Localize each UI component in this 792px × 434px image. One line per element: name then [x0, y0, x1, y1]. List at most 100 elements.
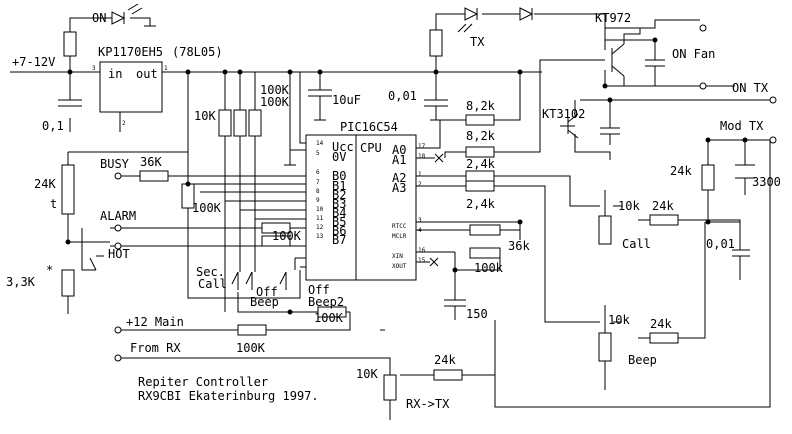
chip-pinnum-right: 3 — [418, 217, 422, 224]
chip-pin-ucc: Ucc — [332, 140, 354, 154]
label-36k-out: 36k — [508, 239, 530, 253]
terminal-12main — [114, 326, 122, 334]
resistor-alarm-100k — [261, 222, 291, 234]
labels: +7-12V KP1170EH5 (78L05) 0,1 ON 10K 100K… — [6, 11, 781, 411]
resistor-10k — [218, 109, 232, 137]
reg-pin-out: 1 — [164, 65, 168, 72]
potentiometer-call-10k — [598, 215, 612, 245]
resistor-2k4-a — [465, 170, 495, 182]
chip-pin-b1: B1 — [332, 179, 346, 193]
terminal-fan-1 — [699, 24, 707, 32]
chip-pin-xout: XOUT — [392, 263, 407, 270]
label-rx-tx: RX->TX — [406, 397, 450, 411]
label-beep-sw: Beep — [250, 295, 279, 309]
potentiometer-beep-10k — [598, 332, 612, 362]
chip-pinnum-right: 15 — [418, 257, 426, 264]
label-24k-rx: 24k — [434, 353, 456, 367]
terminal-on-tx — [769, 96, 777, 104]
resistor-busy-36k — [139, 170, 169, 182]
potentiometer-rx-10k — [383, 374, 397, 401]
resistor-tx-led — [429, 29, 443, 57]
chip-pin-b4: B4 — [332, 206, 346, 220]
label-off-2: Off — [308, 283, 330, 297]
label-pic: PIC16C54 — [340, 120, 398, 134]
cpu-label: CPU — [360, 141, 382, 155]
resistor-main-100k-a — [237, 324, 267, 336]
title-line-2: RX9CBI Ekaterinburg 1997. — [138, 389, 319, 403]
pic16c54-chip: CPU Ucc140V5B06B17B28B39B410B511B612B713… — [305, 134, 426, 281]
resistor-8k2-a — [465, 114, 495, 126]
title-line-1: Repiter Controller — [138, 375, 268, 389]
label-3k3: 3,3K — [6, 275, 36, 289]
reg-pin-in: 3 — [92, 65, 96, 72]
chip-pin-mclr: MCLR — [392, 233, 407, 240]
chip-pinnum-left: 9 — [316, 197, 320, 204]
resistor-main-100k-b — [317, 306, 347, 318]
label-c-in: 0,1 — [42, 119, 64, 133]
label-asterisk: * — [46, 263, 53, 277]
label-2k4-a: 2,4k — [466, 157, 496, 171]
label-regulator: KP1170EH5 — [98, 45, 163, 59]
label-c10uf: 10uF — [332, 93, 361, 107]
led-on-icon — [111, 3, 143, 25]
terminal-hot — [114, 242, 122, 250]
chip-pinnum-left: 5 — [316, 150, 320, 157]
label-8k2-b: 8,2k — [466, 129, 496, 143]
terminal-from-rx — [114, 354, 122, 362]
label-36k-busy: 36K — [140, 155, 162, 169]
label-24k-beep: 24k — [650, 317, 672, 331]
terminal-fan-2 — [699, 82, 707, 90]
resistor-call-24k — [649, 214, 679, 226]
chip-pinnum-left: 6 — [316, 169, 320, 176]
chip-pinnum-right: 16 — [418, 247, 426, 254]
label-c001: 0,01 — [388, 89, 417, 103]
resistor-rx-24k — [433, 369, 463, 381]
label-led-tx: TX — [470, 35, 485, 49]
chip-pinnum-left: 10 — [316, 206, 324, 213]
diode-icon — [519, 7, 534, 21]
chip-pin-b5: B5 — [332, 215, 346, 229]
led-tx-icon — [457, 7, 479, 33]
label-10k-beep: 10k — [608, 313, 630, 327]
resistor-100k-osc — [469, 247, 501, 259]
chip-pinnum-right: 1 — [418, 171, 422, 178]
chip-pinnum-left: 8 — [316, 188, 320, 195]
chip-pinnum-right: 17 — [418, 143, 426, 150]
label-beep: Beep — [628, 353, 657, 367]
label-8k2-a: 8,2k — [466, 99, 496, 113]
thermistor-24k — [61, 164, 75, 215]
label-100k-alarm: 100K — [272, 229, 302, 243]
label-kt972: KT972 — [595, 11, 631, 25]
switches — [89, 255, 287, 290]
label-24k-call: 24k — [652, 199, 674, 213]
transistor-kt972-icon — [611, 28, 641, 86]
terminal-mod-tx — [769, 136, 777, 144]
resistor-2k4-b — [465, 180, 495, 192]
resistor-led-on — [63, 31, 77, 57]
chip-pin-b2: B2 — [332, 188, 346, 202]
label-beep2-sw: Beep2 — [308, 295, 344, 309]
chip-pinnum-right: 4 — [418, 227, 422, 234]
chip-pinnum-right: 2 — [418, 181, 422, 188]
label-r100k-a: 100K — [260, 83, 290, 97]
resistor-alarm-100k-b — [261, 235, 291, 247]
chip-pin-b0: B0 — [332, 169, 346, 183]
chip-pinnum-left: 7 — [316, 179, 320, 186]
chip-pin-a0: A0 — [392, 143, 406, 157]
chip-pinnum-left: 13 — [316, 233, 324, 240]
regulator-78l05: in out 3 1 2 — [92, 61, 168, 127]
label-10k-call: 10k — [618, 199, 640, 213]
chip-pin-b3: B3 — [332, 197, 346, 211]
label-regulator-alt: (78L05) — [172, 45, 223, 59]
label-on-fan: ON Fan — [672, 47, 715, 61]
switch-off-beep — [245, 271, 253, 290]
resistor-100k-a — [233, 109, 247, 137]
label-call-sw: Call — [198, 277, 227, 291]
chip-pinnum-right: 18 — [418, 153, 426, 160]
resistor-8k2-b — [465, 146, 495, 158]
resistor-33k — [61, 269, 75, 297]
label-alarm: ALARM — [100, 209, 136, 223]
label-led-on: ON — [92, 11, 106, 25]
